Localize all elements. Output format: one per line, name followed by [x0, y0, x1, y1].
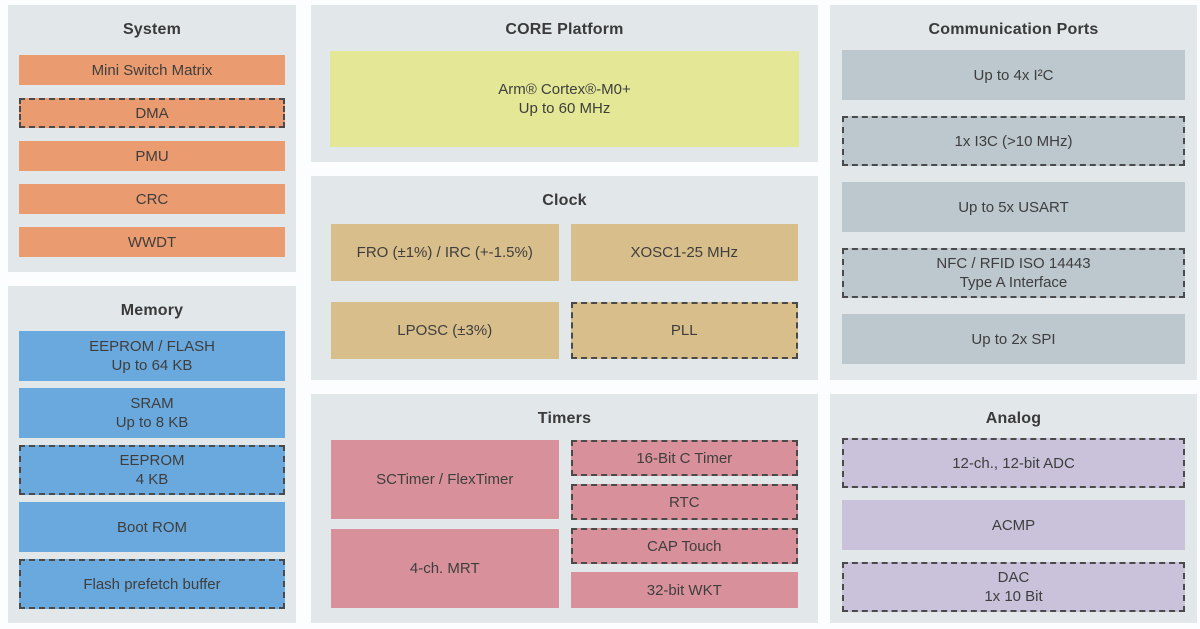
block-fro-irc: FRO (±1%) / IRC (+-1.5%) [331, 224, 559, 281]
block-sctimer-flextimer: SCTimer / FlexTimer [331, 440, 559, 519]
block-label: PLL [670, 322, 698, 339]
block-i2c: Up to 4x I²C [842, 50, 1185, 100]
block-4ch-mrt: 4-ch. MRT [331, 529, 559, 608]
block-label: EEPROM [119, 452, 185, 469]
block-arm-cortex-m0plus: Arm® Cortex®-M0+ Up to 60 MHz [330, 51, 799, 147]
block-label: 12-ch., 12-bit ADC [952, 454, 1075, 472]
block-sublabel: Up to 8 KB [115, 414, 189, 431]
block-sublabel: Up to 60 MHz [518, 100, 611, 117]
block-dac: DAC 1x 10 Bit [842, 562, 1185, 612]
timers-left-column: SCTimer / FlexTimer 4-ch. MRT [331, 440, 559, 608]
panel-communication-ports-title: Communication Ports [928, 21, 1099, 38]
block-label: 1x I3C (>10 MHz) [954, 132, 1073, 150]
block-label: Up to 5x USART [958, 198, 1069, 216]
panel-core-platform-title: CORE Platform [505, 21, 624, 38]
block-usart: Up to 5x USART [842, 182, 1185, 232]
block-sublabel: 4 KB [135, 471, 169, 488]
panel-clock-blocks: FRO (±1%) / IRC (+-1.5%) XOSC1-25 MHz LP… [331, 224, 798, 359]
column-right: Communication Ports Up to 4x I²C 1x I3C … [830, 5, 1197, 623]
panel-analog: Analog 12-ch., 12-bit ADC ACMP DAC 1x 10… [830, 394, 1197, 623]
block-eeprom-4kb: EEPROM 4 KB [19, 445, 285, 495]
block-label: Boot ROM [116, 518, 188, 536]
block-label: WWDT [127, 233, 177, 251]
panel-core-platform: CORE Platform Arm® Cortex®-M0+ Up to 60 … [311, 5, 818, 162]
panel-memory: Memory EEPROM / FLASH Up to 64 KB SRAM U… [8, 286, 296, 623]
block-label: Arm® Cortex®-M0+ [498, 81, 631, 98]
timers-right-column: 16-Bit C Timer RTC CAP Touch 32-bit WKT [570, 440, 798, 608]
block-label: DMA [135, 104, 169, 122]
block-rtc: RTC [570, 484, 798, 520]
block-label: SCTimer / FlexTimer [376, 471, 514, 488]
panel-communication-ports: Communication Ports Up to 4x I²C 1x I3C … [830, 5, 1197, 380]
panel-memory-blocks: EEPROM / FLASH Up to 64 KB SRAM Up to 8 … [19, 331, 285, 609]
panel-system: System Mini Switch Matrix DMA PMU CRC WW… [8, 5, 296, 272]
block-label: Flash prefetch buffer [83, 575, 221, 593]
block-label: EEPROM / FLASH [89, 338, 215, 355]
block-eeprom-flash: EEPROM / FLASH Up to 64 KB [19, 331, 285, 381]
block-label: DAC [997, 569, 1030, 586]
block-mini-switch-matrix: Mini Switch Matrix [19, 55, 285, 85]
block-sublabel: Type A Interface [959, 274, 1068, 291]
panel-memory-title: Memory [120, 302, 184, 319]
block-label: RTC [668, 493, 700, 511]
block-cap-touch: CAP Touch [570, 528, 798, 564]
block-label: Up to 2x SPI [971, 330, 1056, 348]
block-adc: 12-ch., 12-bit ADC [842, 438, 1185, 488]
block-label: NFC / RFID ISO 14443 [936, 255, 1091, 272]
block-label: LPOSC (±3%) [397, 322, 493, 339]
block-sublabel: 1x 10 Bit [984, 588, 1043, 605]
panel-core-blocks: Arm® Cortex®-M0+ Up to 60 MHz [330, 51, 799, 147]
block-xosc: XOSC1-25 MHz [570, 224, 798, 281]
block-label: PMU [135, 147, 169, 165]
block-spi: Up to 2x SPI [842, 314, 1185, 364]
panel-analog-blocks: 12-ch., 12-bit ADC ACMP DAC 1x 10 Bit [842, 438, 1185, 612]
block-flash-prefetch-buffer: Flash prefetch buffer [19, 559, 285, 609]
block-nfc-rfid: NFC / RFID ISO 14443 Type A Interface [842, 248, 1185, 298]
block-label: SRAM [130, 395, 174, 412]
panel-comm-blocks: Up to 4x I²C 1x I3C (>10 MHz) Up to 5x U… [842, 50, 1185, 364]
block-wwdt: WWDT [19, 227, 285, 257]
panel-clock: Clock FRO (±1%) / IRC (+-1.5%) XOSC1-25 … [311, 176, 818, 380]
block-dma: DMA [19, 98, 285, 128]
block-label: 16-Bit C Timer [636, 449, 733, 467]
block-label: Up to 4x I²C [973, 66, 1054, 84]
block-boot-rom: Boot ROM [19, 502, 285, 552]
block-acmp: ACMP [842, 500, 1185, 550]
panel-clock-title: Clock [542, 192, 587, 209]
column-middle: CORE Platform Arm® Cortex®-M0+ Up to 60 … [311, 5, 818, 623]
panel-system-blocks: Mini Switch Matrix DMA PMU CRC WWDT [19, 55, 285, 257]
block-pll: PLL [570, 302, 798, 359]
block-16bit-c-timer: 16-Bit C Timer [570, 440, 798, 476]
block-label: 32-bit WKT [646, 581, 722, 599]
block-label: XOSC1-25 MHz [630, 244, 739, 261]
block-pmu: PMU [19, 141, 285, 171]
panel-system-title: System [122, 21, 182, 38]
panel-timers: Timers SCTimer / FlexTimer 4-ch. MRT 16-… [311, 394, 818, 623]
block-i3c: 1x I3C (>10 MHz) [842, 116, 1185, 166]
block-sublabel: Up to 64 KB [111, 357, 193, 374]
block-crc: CRC [19, 184, 285, 214]
panel-timers-title: Timers [537, 410, 592, 427]
block-32bit-wkt: 32-bit WKT [570, 572, 798, 608]
block-label: CAP Touch [647, 537, 722, 555]
block-label: FRO (±1%) / IRC (+-1.5%) [356, 244, 533, 261]
block-sram: SRAM Up to 8 KB [19, 388, 285, 438]
block-label: 4-ch. MRT [409, 560, 480, 577]
panel-timers-blocks: SCTimer / FlexTimer 4-ch. MRT 16-Bit C T… [331, 440, 798, 608]
panel-analog-title: Analog [985, 410, 1042, 427]
block-lposc: LPOSC (±3%) [331, 302, 559, 359]
block-label: Mini Switch Matrix [91, 61, 213, 79]
column-left: System Mini Switch Matrix DMA PMU CRC WW… [8, 5, 296, 623]
block-label: CRC [135, 190, 169, 208]
block-label: ACMP [991, 516, 1036, 534]
